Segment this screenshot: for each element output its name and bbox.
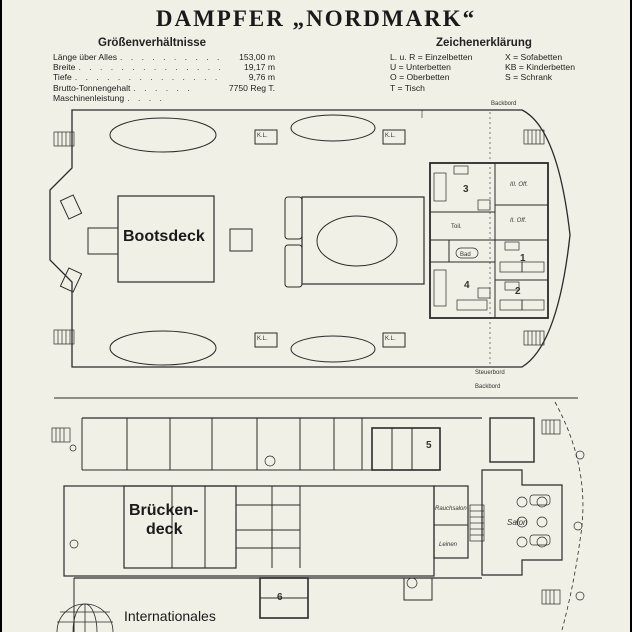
bridge-deck-label-1: Brücken- xyxy=(129,502,199,519)
toilet-label: Toil. xyxy=(451,224,462,230)
steuerbord-label: Steuerbord xyxy=(475,370,505,376)
lifeboat-label: K.L. xyxy=(385,336,396,342)
backbord-label-2: Backbord xyxy=(475,384,501,390)
cabin-number: 3 xyxy=(463,184,469,195)
cabin-number: 1 xyxy=(520,253,526,264)
spec-row: Maschinenleistung. . . . xyxy=(53,92,165,103)
boat-deck-plan xyxy=(49,109,571,368)
cabin-number: 4 xyxy=(464,280,470,291)
bath-label: Bad xyxy=(460,252,471,258)
lifeboat-label: K.L. xyxy=(385,133,396,139)
ship-title: DAMPFER „NORDMARK“ xyxy=(155,6,477,31)
spec-row: Tiefe. . . . . . . . . . . . . .9,76 m xyxy=(53,72,275,83)
cabin-number: 6 xyxy=(277,592,283,603)
lifeboat-label: K.L. xyxy=(257,133,268,139)
lifeboat-label: K.L. xyxy=(257,336,268,342)
officer-cabin-label: II. Off. xyxy=(510,218,527,224)
spec-row: Brutto-Tonnengehalt. . . . . .7750 Reg T… xyxy=(53,82,275,93)
boat-deck-label: Bootsdeck xyxy=(123,228,205,245)
legend-heading: Zeichenerklärung xyxy=(436,37,532,49)
smoking-room-label: Rauchsalon xyxy=(435,506,467,512)
globe-logo-icon xyxy=(56,603,114,632)
legend-row: T = Tisch xyxy=(390,82,425,93)
linen-room-label: Leinen xyxy=(439,542,458,548)
officer-cabin-label: III. Off. xyxy=(510,182,529,188)
footer-brand: Internationales xyxy=(124,608,216,624)
sizes-table: Länge über Alles. . . . . . . . . .153,0… xyxy=(53,52,275,103)
cabin-block xyxy=(429,162,549,319)
sizes-heading: Größenverhältnisse xyxy=(98,37,207,49)
bridge-deck-label-2: deck xyxy=(146,521,183,538)
salon-label: Salon xyxy=(507,518,528,527)
cabin-number: 2 xyxy=(515,286,521,297)
spec-row: Breite. . . . . . . . . . . . . .19,17 m xyxy=(53,62,275,73)
cabin-number: 5 xyxy=(426,440,432,451)
bridge-deck-plan xyxy=(51,401,585,632)
backbord-label: Backbord xyxy=(491,101,517,107)
spec-row: Länge über Alles. . . . . . . . . .153,0… xyxy=(53,52,275,62)
